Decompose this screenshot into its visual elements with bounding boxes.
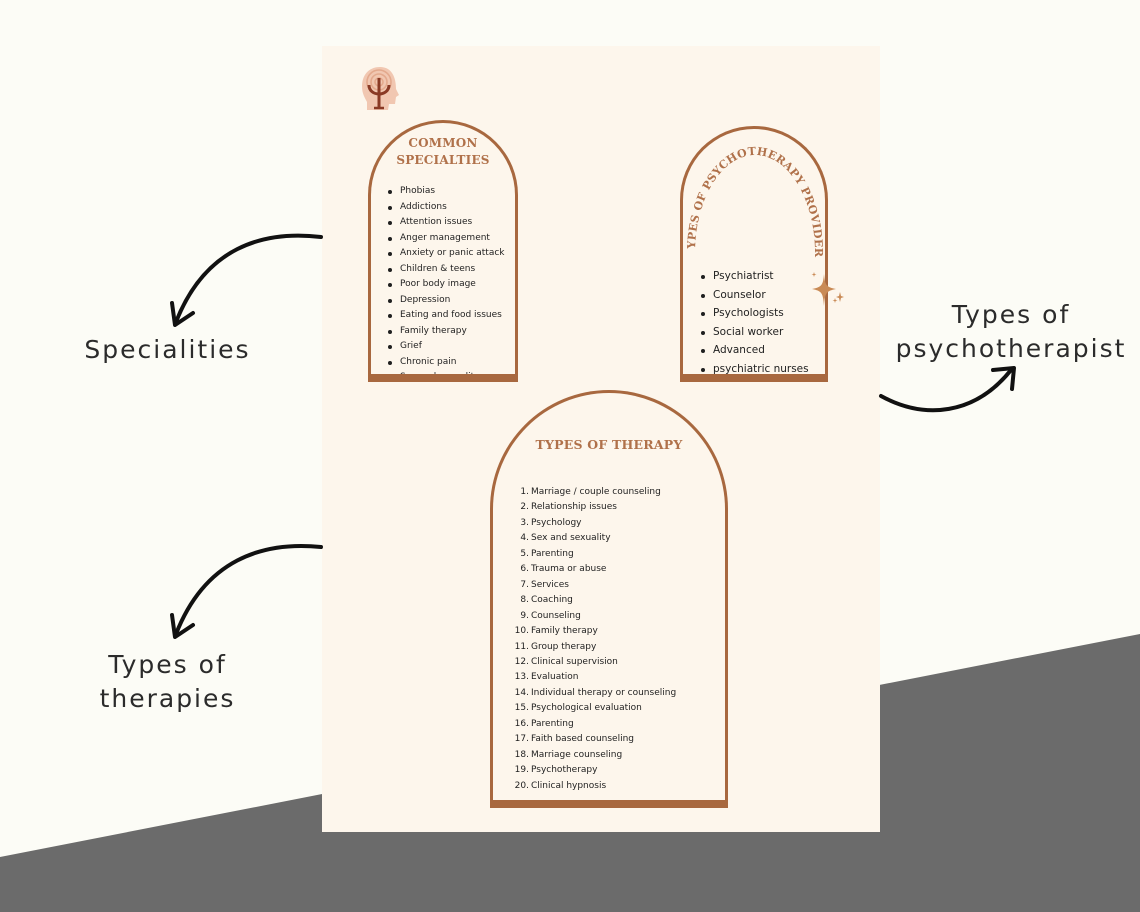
- curved-title: TYPES OF PSYCHOTHERAPY PROVIDER: [683, 129, 825, 258]
- providers-list: Psychiatrist Counselor Psychologists Soc…: [701, 267, 809, 379]
- callout-types-psychotherapist: Types of psychotherapist: [883, 298, 1139, 366]
- therapy-title: TYPES OF THERAPY: [535, 437, 683, 452]
- list-item: 5.Parenting: [520, 548, 574, 559]
- sparkle-icon: [802, 268, 848, 318]
- list-item: Attention issues: [388, 215, 505, 231]
- list-item: 18.Marriage counseling: [514, 749, 623, 760]
- list-item: 2.Relationship issues: [520, 502, 617, 513]
- list-item: 7.Services: [520, 579, 569, 590]
- list-item: Addictions: [388, 200, 505, 216]
- list-item: Social worker: [701, 323, 809, 342]
- callout-specialities: Specialities: [84, 335, 251, 364]
- arch-base: [493, 800, 725, 808]
- list-item: 3.Psychology: [520, 517, 582, 528]
- specialties-title: COMMON SPECIALTIES: [371, 135, 515, 169]
- provider-types-arch: TYPES OF PSYCHOTHERAPY PROVIDER Psychiat…: [680, 126, 828, 382]
- common-specialties-arch: COMMON SPECIALTIES Phobias Addictions At…: [368, 120, 518, 382]
- callout-line: psychotherapist: [895, 334, 1127, 363]
- list-item: 17.Faith based counseling: [514, 734, 634, 745]
- list-item: Anxiety or panic attack: [388, 246, 505, 262]
- list-item: Psychiatrist: [701, 267, 809, 286]
- list-item: 6.Trauma or abuse: [520, 564, 607, 575]
- arch-base: [683, 374, 825, 382]
- callout-types-therapies: Types of therapies: [70, 648, 265, 716]
- callout-line: Types of: [108, 650, 227, 679]
- list-item: 13.Evaluation: [514, 672, 579, 683]
- list-item: 12.Clinical supervision: [514, 656, 618, 667]
- list-item: 1.Marriage / couple counseling: [520, 487, 661, 497]
- list-item: 15.Psychological evaluation: [514, 703, 642, 714]
- list-item: 20.Clinical hypnosis: [514, 780, 607, 791]
- specialties-title-line2: SPECIALTIES: [396, 153, 490, 167]
- list-item: Counselor: [701, 286, 809, 305]
- list-item: Chronic pain: [388, 355, 505, 371]
- callout-line: therapies: [99, 684, 236, 713]
- list-item: 8.Coaching: [520, 595, 573, 606]
- list-item: Psychologists: [701, 304, 809, 323]
- list-item: Children & teens: [388, 262, 505, 278]
- infographic-page: COMMON SPECIALTIES Phobias Addictions At…: [322, 46, 880, 832]
- list-item: Family therapy: [388, 324, 505, 340]
- list-item: 4.Sex and sexuality: [520, 533, 611, 544]
- specialties-title-line1: COMMON: [408, 136, 478, 150]
- list-item: Anger management: [388, 231, 505, 247]
- list-item: 10.Family therapy: [514, 626, 598, 637]
- list-item: Grief: [388, 339, 505, 355]
- list-item: 9.Counseling: [520, 610, 581, 621]
- list-item: Phobias: [388, 184, 505, 200]
- list-item-continuation: psychiatric nurses: [701, 360, 809, 379]
- arch-base: [371, 374, 515, 382]
- list-item: 11.Group therapy: [514, 641, 597, 652]
- list-item: Eating and food issues: [388, 308, 505, 324]
- list-item: 16.Parenting: [514, 718, 574, 729]
- psi-head-icon: [358, 64, 402, 116]
- list-item: 19.Psychotherapy: [514, 765, 598, 776]
- therapy-types-arch: TYPES OF THERAPY 1.Marriage / couple cou…: [490, 390, 728, 808]
- list-item: Poor body image: [388, 277, 505, 293]
- list-item: Advanced: [701, 341, 809, 360]
- list-item: 14.Individual therapy or counseling: [514, 687, 677, 698]
- therapy-list: 1.Marriage / couple counseling 2.Relatio…: [512, 485, 676, 794]
- list-item: Depression: [388, 293, 505, 309]
- callout-line: Types of: [951, 300, 1071, 329]
